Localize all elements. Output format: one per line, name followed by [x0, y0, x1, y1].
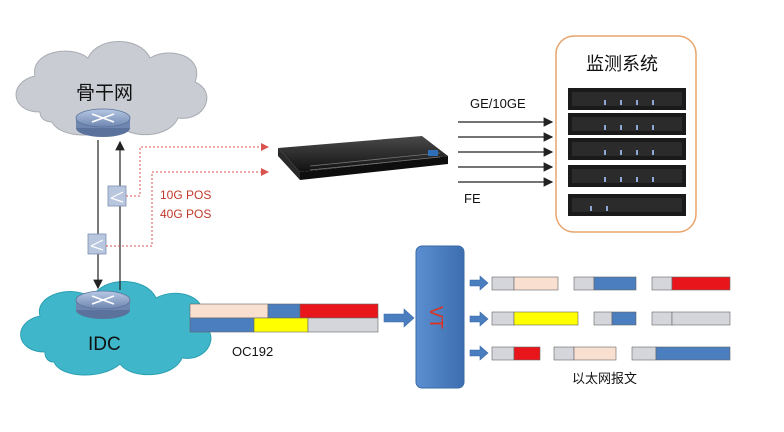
- ge-links: [458, 117, 554, 187]
- vt-output-arrows: [469, 275, 489, 361]
- fe-label: FE: [464, 191, 481, 206]
- oc192-frame: [189, 303, 379, 333]
- pos-10g-label: 10G POS: [160, 188, 212, 202]
- capture-device: [278, 136, 448, 180]
- splitter-upper: [107, 185, 127, 207]
- idc-router: [75, 290, 131, 319]
- backbone-cloud: [15, 41, 208, 136]
- backbone-label: 骨干网: [76, 82, 134, 104]
- monitor-system-title: 监测系统: [586, 54, 658, 75]
- ethernet-packets: [491, 276, 731, 361]
- vt-box: [415, 245, 465, 389]
- ge-10ge-label: GE/10GE: [470, 96, 526, 111]
- splitter-lower: [87, 233, 107, 255]
- idc-label: IDC: [88, 334, 121, 355]
- server-stack: [568, 88, 686, 216]
- pos-40g-label: 40G POS: [160, 207, 212, 221]
- to-vt-arrow: [383, 308, 415, 328]
- backbone-router: [75, 108, 131, 137]
- vt-label: VT: [426, 305, 447, 330]
- oc192-label: OC192: [232, 344, 274, 359]
- ethernet-packets-label: 以太网报文: [572, 372, 638, 387]
- pos-link-lower: [106, 168, 269, 247]
